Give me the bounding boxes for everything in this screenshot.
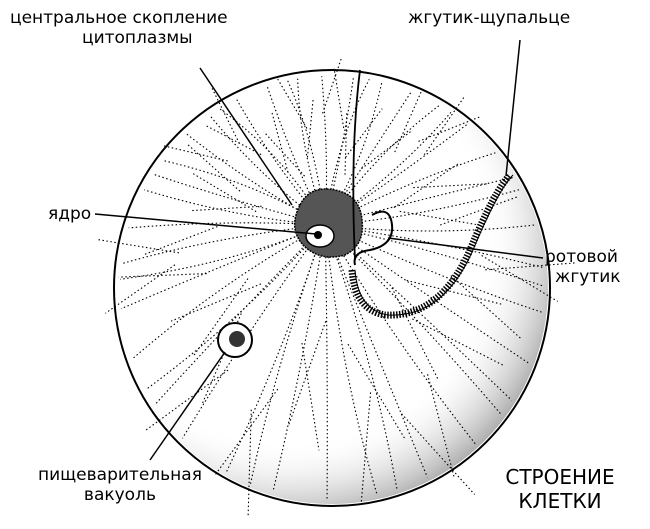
cytoplasm-strand-branch bbox=[412, 318, 506, 367]
cytoplasm-strand-branch bbox=[205, 124, 262, 156]
cytoplasm-strand-branch bbox=[391, 287, 439, 380]
label-oral-flagellum: ротовой жгутик bbox=[545, 247, 621, 287]
cytoplasm-strand-branch bbox=[192, 173, 257, 213]
cytoplasm-strand bbox=[121, 224, 326, 265]
cytoplasm-strand bbox=[324, 224, 513, 401]
title-line2: КЛЕТКИ bbox=[518, 489, 602, 513]
cytoplasm-strand bbox=[324, 79, 370, 226]
cytoplasm-strand-branch bbox=[162, 145, 228, 162]
cytoplasm-strand bbox=[324, 224, 531, 365]
label-cytoplasm-line2: цитоплазмы bbox=[82, 28, 193, 48]
cytoplasm-strand-branch bbox=[210, 86, 240, 144]
cytoplasm-strand bbox=[321, 76, 328, 226]
central-cytoplasm bbox=[294, 188, 364, 258]
cytoplasm-strand bbox=[272, 224, 326, 492]
cytoplasm-strand bbox=[324, 224, 503, 416]
cytoplasm-strand bbox=[297, 78, 326, 226]
label-nucleus: ядро bbox=[48, 204, 92, 224]
cytoplasm-strand-branch bbox=[144, 369, 229, 432]
diagram-title: СТРОЕНИЕ КЛЕТКИ bbox=[495, 465, 625, 513]
cytoplasm-strand-branch bbox=[418, 115, 482, 142]
cytoplasm-strand bbox=[186, 133, 326, 226]
cytoplasm-strand-branch bbox=[485, 262, 577, 271]
cytoplasm-strand-branch bbox=[413, 183, 488, 189]
label-vacuole: пищеварительная вакуоль bbox=[38, 465, 202, 505]
cytoplasm-strand-branch bbox=[481, 255, 558, 302]
label-oral-line1: ротовой bbox=[545, 247, 618, 267]
cell-body bbox=[97, 56, 577, 516]
cytoplasm-strand-branch bbox=[394, 91, 422, 153]
cytoplasm-strand-branch bbox=[361, 129, 413, 170]
cytoplasm-strand bbox=[324, 224, 545, 287]
label-vacuole-line2: вакуоль bbox=[83, 485, 156, 505]
title-line1: СТРОЕНИЕ bbox=[505, 465, 615, 489]
label-oral-line2: жгутик bbox=[555, 267, 621, 287]
cytoplasm-strand-branch bbox=[118, 273, 207, 278]
flagellum-tentacle bbox=[348, 172, 513, 319]
cytoplasm-strand-branch bbox=[97, 238, 180, 254]
cytoplasm-strand-branch bbox=[406, 279, 503, 306]
cytoplasm-strand-branch bbox=[427, 374, 455, 478]
cytoplasm-strand bbox=[128, 222, 326, 229]
label-tentacle: жгутик-щупальце bbox=[408, 8, 571, 28]
cytoplasm-strand bbox=[209, 114, 326, 226]
cytoplasm-strand-branch bbox=[170, 283, 262, 322]
cytoplasm-strand-branch bbox=[399, 210, 478, 226]
digestive-vacuole bbox=[217, 322, 253, 358]
cytoplasm-strand bbox=[235, 98, 326, 226]
leader-lines bbox=[94, 39, 544, 461]
cytoplasm-strand bbox=[287, 80, 326, 226]
cytoplasm-strand bbox=[324, 104, 440, 226]
cytoplasm-strand-branch bbox=[393, 163, 459, 209]
cytoplasm-strand bbox=[154, 224, 326, 406]
peristome-groove bbox=[352, 69, 361, 261]
cytoplasm-strand bbox=[324, 224, 476, 445]
cytoplasm-strand bbox=[324, 224, 535, 232]
cytoplasm-strand bbox=[324, 224, 378, 496]
cytoplasm-strand bbox=[324, 189, 520, 226]
cytoplasm-strand-branch bbox=[143, 226, 218, 256]
label-cytoplasm: центральное скопление цитоплазмы bbox=[10, 8, 228, 48]
cytoplasm-strand bbox=[145, 224, 326, 391]
cytoplasm-strand-branch bbox=[247, 409, 252, 516]
cytoplasm-strand bbox=[324, 124, 468, 226]
label-cytoplasm-line1: центральное скопление bbox=[10, 8, 228, 28]
oral-flagellum bbox=[353, 210, 394, 266]
label-vacuole-line1: пищеварительная bbox=[38, 465, 202, 485]
